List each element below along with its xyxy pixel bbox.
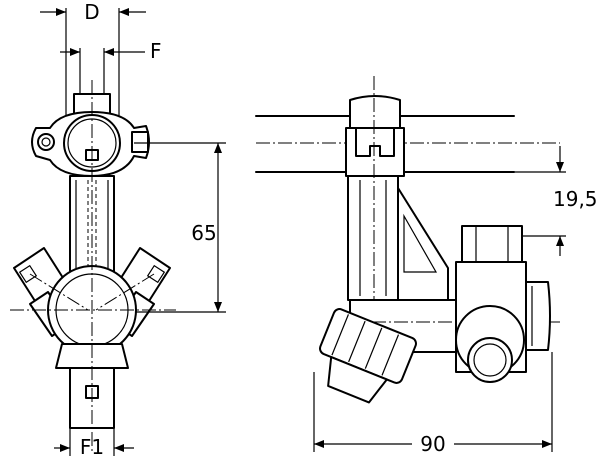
angled-cap-rib-4: [381, 334, 400, 376]
clamp-screw-left-hole: [41, 137, 51, 147]
angled-cap-rib-2: [348, 320, 366, 363]
f1-arrow-left: [60, 444, 70, 452]
width-arrow-left: [314, 440, 324, 448]
dimension-width-label: 90: [420, 432, 445, 456]
dimension-f1-label: F1: [80, 435, 104, 458]
side-web-cutout: [403, 213, 438, 273]
offset-arrow-bottom: [556, 236, 564, 246]
f-arrow-left: [70, 48, 80, 56]
dimension-f-label: F: [150, 39, 162, 63]
arm-left-axis: [29, 273, 89, 311]
angled-cap-tip: [327, 356, 388, 404]
side-right-cap: [525, 281, 551, 351]
offset-arrow-top: [556, 162, 564, 172]
arm-right-axis: [95, 273, 155, 311]
height-arrow-top: [214, 143, 222, 153]
arm-left-window: [18, 264, 38, 284]
arm-right-window: [146, 264, 166, 284]
f1-arrow-right: [114, 444, 124, 452]
d-arrow-right: [119, 8, 129, 16]
side-web: [397, 187, 449, 301]
dimension-height-label: 65: [191, 221, 216, 245]
angled-cap-rib-1: [331, 314, 349, 356]
side-clamp-notch: [355, 127, 395, 157]
f-arrow-right: [104, 48, 114, 56]
outlet-ring-inner: [473, 343, 507, 377]
angled-cap-rib-3: [364, 327, 383, 369]
clamp-nut-right: [131, 131, 149, 153]
dimension-d-label: D: [84, 0, 99, 24]
angled-nozzle: [319, 308, 417, 404]
height-arrow-bottom: [214, 302, 222, 312]
side-top-cap: [461, 225, 523, 263]
side-clamp-body: [345, 127, 405, 177]
d-arrow-left: [56, 8, 66, 16]
front-view: D F: [10, 0, 226, 459]
side-stem: [347, 175, 399, 301]
outlet-ring-mid: [467, 337, 513, 383]
side-view: 19,5 90: [255, 76, 598, 456]
side-clamp-cap: [349, 95, 401, 129]
dimension-offset-label: 19,5: [553, 187, 598, 211]
clamp-screw-left: [37, 133, 55, 151]
width-arrow-right: [542, 440, 552, 448]
